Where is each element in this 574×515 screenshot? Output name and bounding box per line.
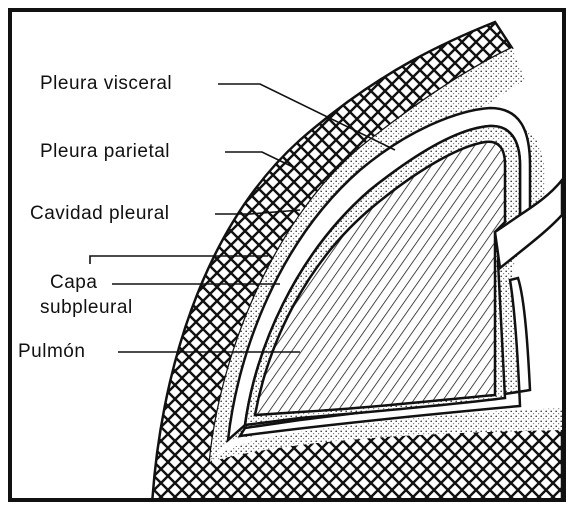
label-pleura-parietal: Pleura parietal: [40, 141, 170, 163]
label-subpleural: subpleural: [40, 297, 133, 319]
label-pleura-visceral: Pleura visceral: [40, 73, 172, 95]
label-capa: Capa: [50, 272, 97, 294]
label-cavidad-pleural: Cavidad pleural: [30, 203, 170, 225]
label-pulmon: Pulmón: [18, 341, 85, 363]
